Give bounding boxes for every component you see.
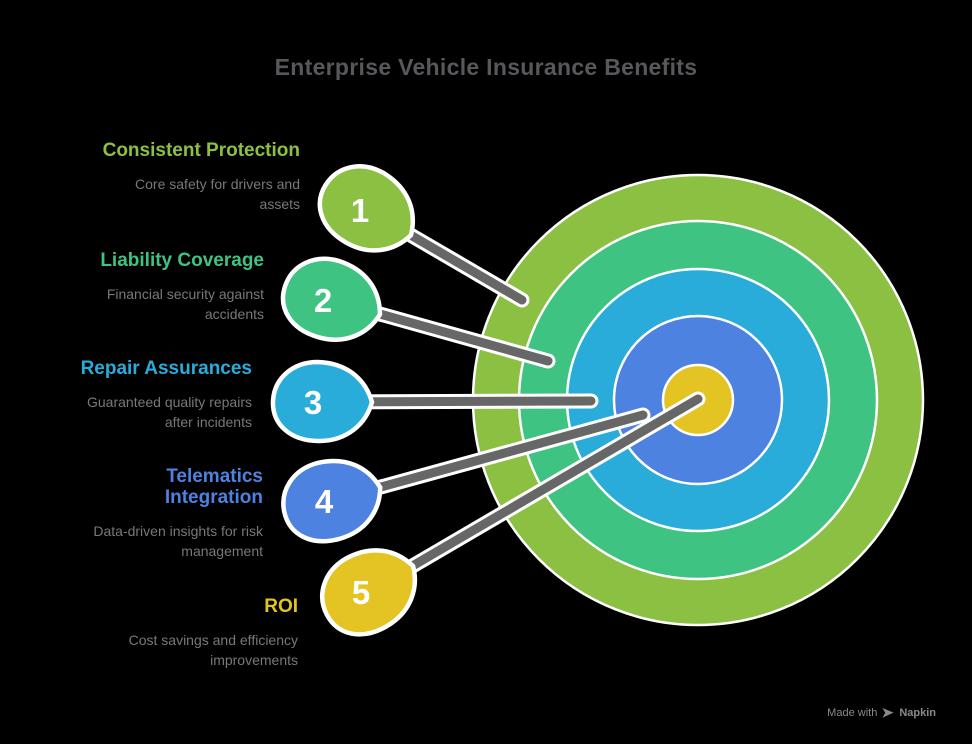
marker-number-3: 3 xyxy=(304,384,322,421)
label-description: Core safety for drivers and assets xyxy=(103,174,300,214)
marker-blob-3 xyxy=(270,359,375,444)
label-block-liability-coverage: Liability Coverage Financial security ag… xyxy=(100,250,264,324)
label-block-consistent-protection: Consistent Protection Core safety for dr… xyxy=(103,140,300,214)
watermark-prefix: Made with xyxy=(827,707,878,719)
label-title: Liability Coverage xyxy=(100,250,264,271)
label-desc-line: Financial security against xyxy=(106,286,264,302)
napkin-logo-icon xyxy=(882,708,894,718)
label-desc-line: improvements xyxy=(210,652,298,668)
label-title-line: Integration xyxy=(164,487,263,508)
connector-line-5 xyxy=(360,391,706,600)
label-title: Consistent Protection xyxy=(103,140,300,161)
label-title-line: Liability Coverage xyxy=(100,250,264,271)
marker-blob-5 xyxy=(320,548,418,637)
label-title-line: Telematics xyxy=(166,466,263,487)
label-description: Cost savings and efficiency improvements xyxy=(129,630,298,670)
label-desc-line: Data-driven insights for risk xyxy=(93,523,263,539)
label-description: Financial security against accidents xyxy=(100,284,264,324)
marker-number-4: 4 xyxy=(315,483,334,520)
marker-number-5: 5 xyxy=(352,574,370,611)
label-desc-line: accidents xyxy=(204,306,264,322)
marker-blob-2 xyxy=(280,256,383,342)
page-title: Enterprise Vehicle Insurance Benefits xyxy=(274,54,698,80)
label-title: ROI xyxy=(129,596,298,617)
label-title: Telematics Integration xyxy=(93,466,263,508)
label-title: Repair Assurances xyxy=(81,358,252,379)
label-desc-line: Cost savings and efficiency xyxy=(128,632,298,648)
label-desc-line: assets xyxy=(259,196,300,212)
marker-number-1: 1 xyxy=(351,192,369,229)
label-block-roi: ROI Cost savings and efficiency improvem… xyxy=(129,596,298,670)
label-block-telematics-integration: Telematics Integration Data-driven insig… xyxy=(93,466,263,561)
marker-blob-1 xyxy=(317,164,416,253)
marker-number-2: 2 xyxy=(314,282,332,319)
label-desc-line: Guaranteed quality repairs xyxy=(87,394,252,410)
label-desc-line: Core safety for drivers and xyxy=(135,176,300,192)
watermark-brand: Napkin xyxy=(899,707,936,719)
marker-numbers: 1 2 3 4 5 xyxy=(304,192,370,611)
label-desc-line: management xyxy=(181,543,263,559)
label-desc-line: after incidents xyxy=(164,414,252,430)
label-description: Data-driven insights for risk management xyxy=(93,521,263,561)
label-title-line: Repair Assurances xyxy=(80,358,252,379)
marker-blob-4 xyxy=(281,458,383,544)
made-with-napkin-watermark[interactable]: Made with Napkin xyxy=(827,707,936,719)
label-title-line: ROI xyxy=(264,596,298,617)
label-title-line: Consistent Protection xyxy=(102,140,300,161)
label-description: Guaranteed quality repairs after inciden… xyxy=(81,392,252,432)
label-block-repair-assurances: Repair Assurances Guaranteed quality rep… xyxy=(81,358,252,432)
marker-blobs xyxy=(270,164,418,637)
